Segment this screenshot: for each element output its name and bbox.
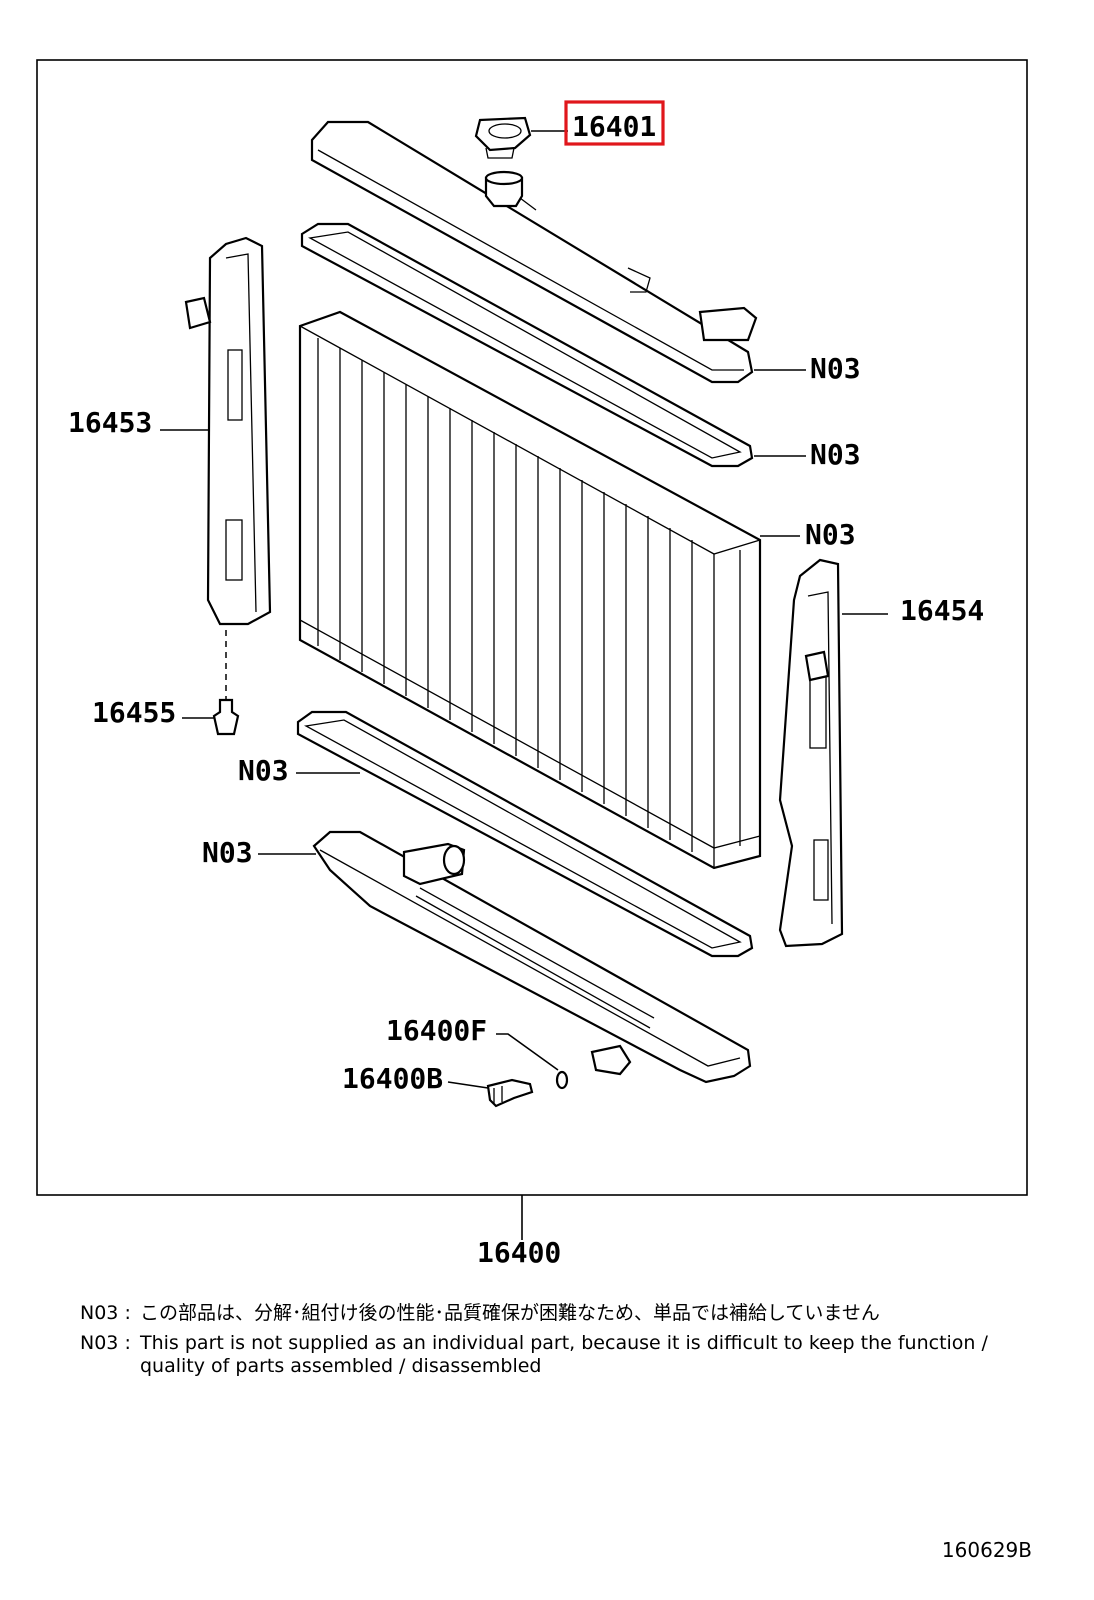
upper-gasket [300, 222, 754, 468]
radiator-core [298, 310, 762, 870]
note-line-ja: N03 : この部品は、分解･組付け後の性能･品質確保が困難なため、単品では補給し… [80, 1302, 880, 1325]
lower-tank [312, 830, 752, 1084]
upper-tank [310, 120, 758, 384]
note-line-en-cont: quality of parts assembled / disassemble… [80, 1355, 541, 1378]
assembly-frame [36, 59, 1028, 1196]
drain-o-ring [555, 1070, 569, 1090]
diagram-id: 160629B [941, 1538, 1032, 1562]
label-16455: 16455 [92, 696, 176, 729]
label-16454: 16454 [900, 594, 984, 627]
label-n03-lower-tank: N03 [202, 836, 253, 869]
left-support-bracket [184, 236, 272, 626]
bolt-16455 [212, 630, 240, 736]
label-n03-lower-gasket: N03 [238, 754, 289, 787]
label-n03-upper-tank: N03 [810, 352, 861, 385]
right-support-bracket [778, 558, 844, 948]
label-n03-upper-gasket: N03 [810, 438, 861, 471]
highlight-box [564, 100, 665, 146]
note-code: N03 : [80, 1302, 131, 1324]
lower-gasket [296, 710, 754, 958]
label-16453: 16453 [68, 406, 152, 439]
note-line-en: N03 : This part is not supplied as an ind… [80, 1332, 988, 1355]
note-code: N03 : [80, 1332, 131, 1354]
note-text: この部品は、分解･組付け後の性能･品質確保が困難なため、単品では補給していません [140, 1302, 880, 1324]
drain-cock-plug [486, 1078, 534, 1108]
label-16401: 16401 [572, 110, 656, 143]
note-text: This part is not supplied as an individu… [140, 1332, 988, 1354]
radiator-cap [474, 116, 532, 159]
label-16400: 16400 [477, 1236, 561, 1269]
note-text: quality of parts assembled / disassemble… [140, 1355, 542, 1377]
label-16400f: 16400F [386, 1014, 487, 1047]
label-n03-core: N03 [805, 518, 856, 551]
label-16400b: 16400B [342, 1062, 443, 1095]
core-fins [339, 348, 693, 852]
